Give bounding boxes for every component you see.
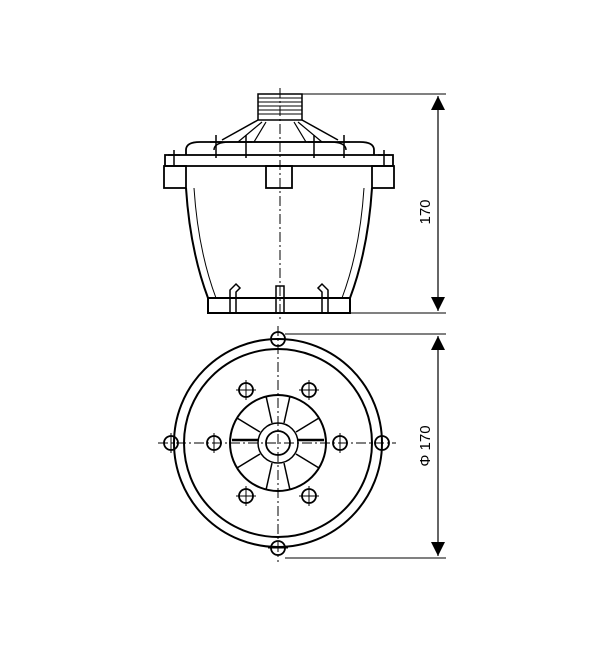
bolt-hole-lower-right xyxy=(299,486,319,506)
housing-body xyxy=(185,187,373,314)
diameter-dimension-label: Φ 170 xyxy=(417,425,434,466)
side-view xyxy=(163,88,395,322)
bolt-holes xyxy=(163,331,390,556)
bolt-hole-upper-right xyxy=(299,380,319,400)
top-flange xyxy=(164,135,394,167)
top-view xyxy=(158,326,396,562)
diameter-dimension: Φ 170 xyxy=(285,333,446,559)
hub-spokes xyxy=(232,395,324,491)
bolt-hole-lower-left xyxy=(236,486,256,506)
height-dimension-label: 170 xyxy=(417,199,434,224)
side-lugs xyxy=(163,165,395,189)
height-dimension: 170 xyxy=(302,93,446,314)
bolt-hole-upper-left xyxy=(236,380,256,400)
